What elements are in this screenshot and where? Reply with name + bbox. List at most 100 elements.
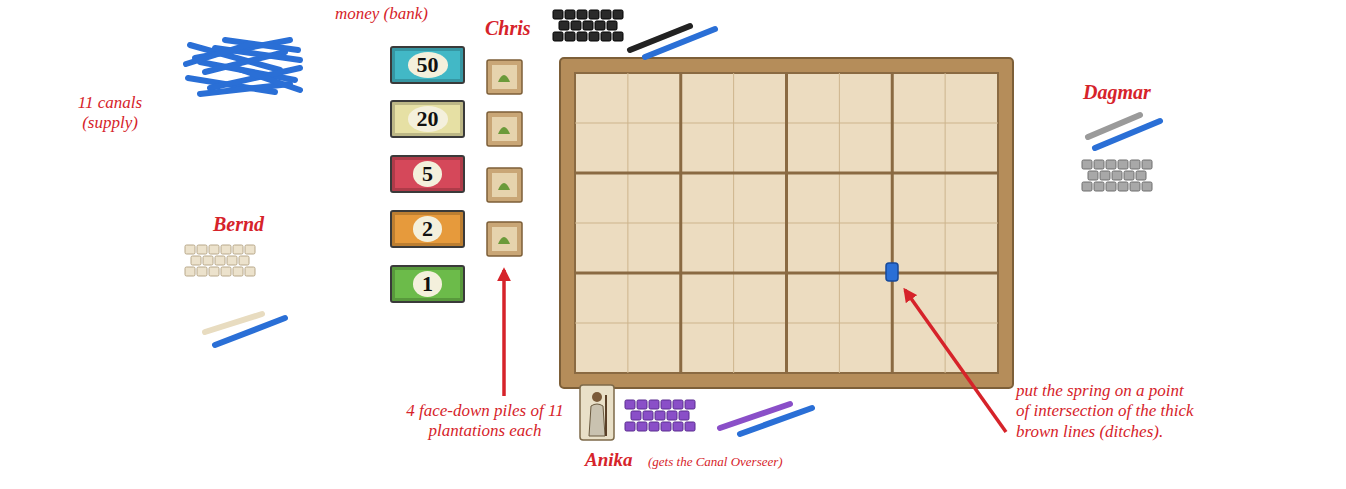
worker [239, 256, 249, 265]
player-canals [205, 26, 1160, 434]
worker [1118, 160, 1128, 169]
worker [1142, 160, 1152, 169]
note-label: put the spring on a point of intersectio… [1016, 381, 1198, 442]
worker [673, 400, 683, 409]
worker [661, 422, 671, 431]
worker [613, 32, 623, 41]
worker [637, 422, 647, 431]
note-label: 4 face-down piles of 11 plantations each [400, 401, 570, 442]
worker [1130, 182, 1140, 191]
worker [1088, 171, 1098, 180]
worker [595, 21, 605, 30]
worker [1106, 160, 1116, 169]
note-value: 50 [408, 52, 448, 77]
ditch-line [575, 172, 998, 175]
heading-label: money (bank) [335, 4, 428, 24]
worker [1136, 171, 1146, 180]
worker [565, 32, 575, 41]
worker [577, 10, 587, 19]
worker [209, 267, 219, 276]
worker [221, 245, 231, 254]
worker [245, 245, 255, 254]
game-board [560, 58, 1013, 388]
banknote: 5 [390, 155, 465, 193]
worker [601, 32, 611, 41]
player-name: Anika [585, 449, 633, 472]
worker [553, 10, 563, 19]
plantation-piles [487, 60, 522, 256]
spring [886, 263, 898, 281]
note-value: 5 [413, 161, 442, 186]
worker [613, 10, 623, 19]
worker [649, 422, 659, 431]
worker [625, 422, 635, 431]
worker [209, 245, 219, 254]
worker [185, 245, 195, 254]
note-value: 20 [408, 106, 448, 131]
worker [607, 21, 617, 30]
note-value: 2 [413, 216, 442, 241]
worker [685, 400, 695, 409]
worker [1082, 160, 1092, 169]
worker [589, 10, 599, 19]
worker [1082, 182, 1092, 191]
worker [601, 10, 611, 19]
worker [667, 411, 677, 420]
worker [553, 32, 563, 41]
worker [559, 21, 569, 30]
canal-overseer-card [580, 385, 614, 440]
worker [197, 245, 207, 254]
worker [649, 400, 659, 409]
worker [679, 411, 689, 420]
worker [631, 411, 641, 420]
worker [197, 267, 207, 276]
worker [565, 10, 575, 19]
worker [577, 32, 587, 41]
note-label: (gets the Canal Overseer) [648, 454, 783, 470]
ditch-line [785, 73, 788, 373]
worker [1106, 182, 1116, 191]
worker [221, 267, 231, 276]
worker [215, 256, 225, 265]
worker [227, 256, 237, 265]
worker [661, 400, 671, 409]
worker [685, 422, 695, 431]
banknote: 1 [390, 265, 465, 303]
player-name: Chris [485, 16, 531, 40]
worker [1094, 182, 1104, 191]
banknote: 20 [390, 100, 465, 138]
worker [245, 267, 255, 276]
worker [673, 422, 683, 431]
note-value: 1 [413, 271, 442, 296]
worker [655, 411, 665, 420]
worker [1124, 171, 1134, 180]
worker [233, 267, 243, 276]
worker-pieces [185, 10, 1152, 431]
worker [1094, 160, 1104, 169]
worker [589, 32, 599, 41]
worker [1100, 171, 1110, 180]
player-name: Bernd [213, 212, 264, 236]
worker [1118, 182, 1128, 191]
banknote: 2 [390, 210, 465, 248]
player-name: Dagmar [1083, 80, 1151, 104]
worker [643, 411, 653, 420]
worker [191, 256, 201, 265]
worker [1130, 160, 1140, 169]
pointer-arrow [502, 270, 506, 396]
worker [571, 21, 581, 30]
worker [1142, 182, 1152, 191]
worker [233, 245, 243, 254]
worker [1112, 171, 1122, 180]
supply-label: 11 canals (supply) [55, 93, 165, 134]
worker [185, 267, 195, 276]
worker [583, 21, 593, 30]
worker [203, 256, 213, 265]
banknote: 50 [390, 46, 465, 84]
ditch-line [891, 73, 894, 373]
ditch-line [679, 73, 682, 373]
pointer-arrow [905, 290, 1006, 432]
ditch-line [575, 272, 998, 275]
worker [637, 400, 647, 409]
